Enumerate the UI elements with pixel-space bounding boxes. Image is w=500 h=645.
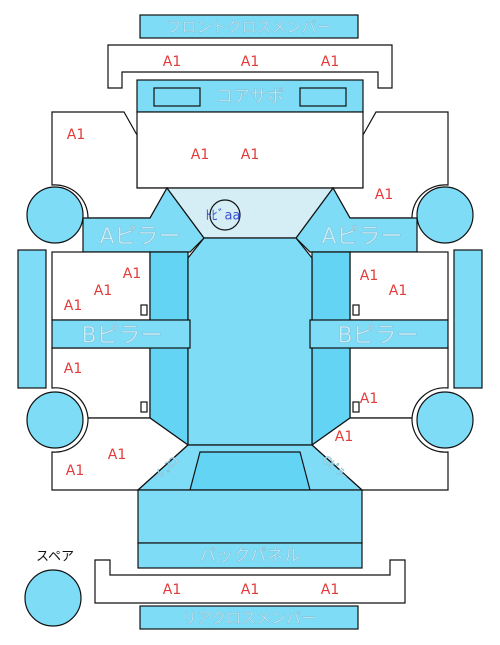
left-b-pillar-label: Bピラー [81, 324, 162, 349]
right-b-pillar[interactable] [309, 319, 449, 349]
damage-mark: A1 [191, 147, 209, 163]
spare-label: スペア [36, 550, 74, 565]
back-panel[interactable] [137, 542, 363, 569]
left-front-fender[interactable] [51, 111, 169, 219]
damage-mark: A1 [375, 187, 393, 203]
right-rear-quarter[interactable] [311, 417, 449, 491]
rear-cross-member-label: リアクロスメンバー [182, 609, 316, 627]
damage-mark: A1 [321, 582, 339, 598]
roof[interactable] [187, 237, 313, 446]
back-panel-label: バックパネル [199, 546, 300, 566]
left-side-sill[interactable] [17, 249, 47, 389]
damage-mark: A1 [64, 361, 82, 377]
left-b-pillar[interactable] [51, 319, 191, 349]
right-headlight [299, 87, 347, 107]
damage-mark: A1 [163, 582, 181, 598]
front-cross-member-label: フロントクロスメンバー [166, 18, 331, 36]
right-front-fender[interactable] [331, 111, 449, 219]
front-cross-member[interactable] [107, 44, 393, 89]
damage-mark: A1 [123, 266, 141, 282]
left-rear-quarter[interactable] [51, 417, 189, 491]
damage-mark: A1 [67, 127, 85, 143]
windshield-chip-marker [209, 199, 241, 231]
right-b-pillar-label: Bピラー [337, 324, 418, 349]
damage-mark: A1 [66, 463, 84, 479]
damage-mark: A1 [108, 447, 126, 463]
damage-mark: A1 [321, 54, 339, 70]
core-support-label: コアサポ [216, 87, 284, 107]
damage-mark: A1 [241, 147, 259, 163]
front-cross-member-label-box[interactable] [139, 14, 359, 39]
damage-mark: A1 [335, 429, 353, 445]
right-front-door[interactable] [349, 251, 449, 321]
right-side-sill[interactable] [453, 249, 483, 389]
right-a-pillar-label: Aピラー [321, 225, 402, 250]
damage-mark: A1 [360, 268, 378, 284]
left-front-door[interactable] [51, 251, 151, 321]
left-rear-door-handle [140, 401, 148, 413]
damage-mark: A1 [389, 283, 407, 299]
right-rear-wheel[interactable] [416, 391, 474, 449]
left-front-wheel[interactable] [26, 186, 84, 244]
damage-mark: A1 [163, 54, 181, 70]
windshield-note: ﾄﾋﾞaa [205, 209, 240, 224]
right-rear-door-handle [352, 401, 360, 413]
right-front-door-handle [352, 304, 360, 316]
damage-mark: A1 [360, 391, 378, 407]
left-a-pillar-label: Aピラー [99, 225, 180, 250]
trunk-lid[interactable] [137, 489, 363, 544]
left-rear-wheel[interactable] [26, 391, 84, 449]
damage-mark: A1 [241, 54, 259, 70]
left-front-door-handle [140, 304, 148, 316]
rear-cross-member-label-box[interactable] [139, 605, 359, 630]
damage-mark: A1 [241, 582, 259, 598]
rear-window[interactable] [189, 451, 311, 491]
left-headlight [153, 87, 201, 107]
rear-cross-member[interactable] [94, 559, 406, 604]
right-front-wheel[interactable] [416, 186, 474, 244]
spare-tire[interactable] [24, 569, 82, 627]
damage-mark: A1 [94, 283, 112, 299]
damage-mark: A1 [64, 298, 82, 314]
